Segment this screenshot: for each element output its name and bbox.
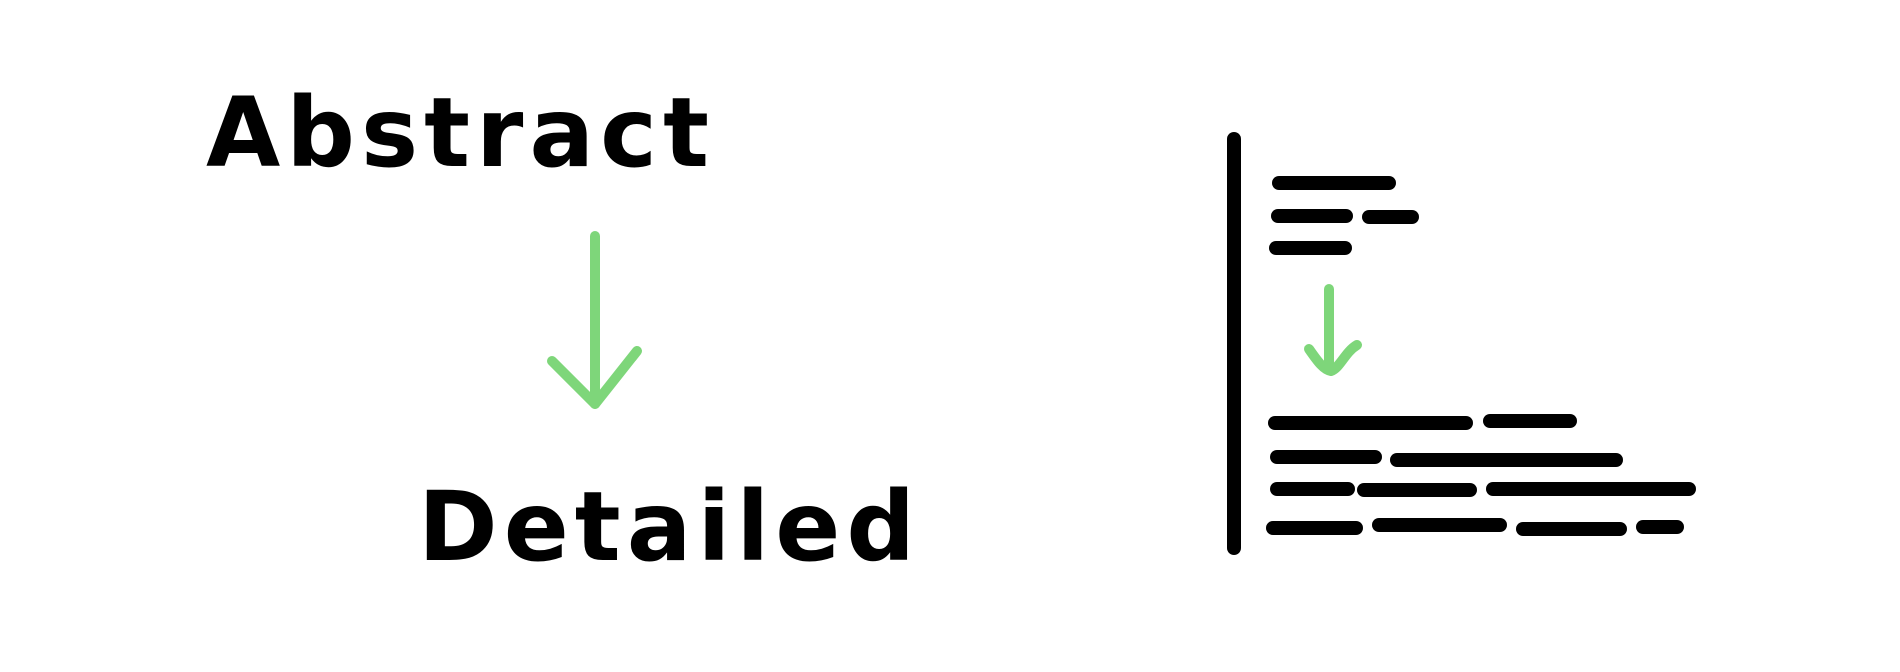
detailed-label: Detailed	[418, 471, 921, 583]
abstract-label: Abstract	[206, 77, 715, 189]
small-down-arrow-icon	[1304, 284, 1362, 376]
down-arrow-icon	[547, 231, 642, 409]
schematic	[1227, 132, 1696, 555]
